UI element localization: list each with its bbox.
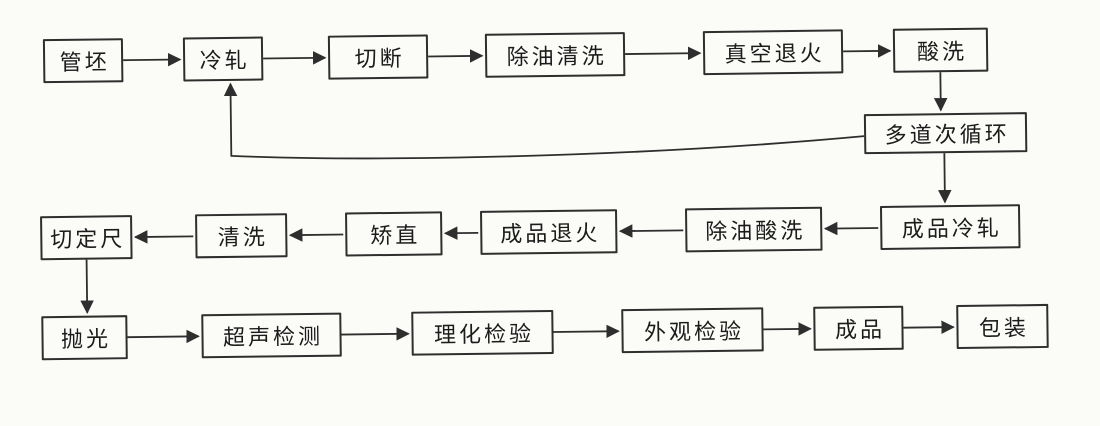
node-cleaning: 清洗 — [195, 213, 288, 258]
node-ultrasonic-testing: 超声检测 — [201, 313, 342, 359]
node-straightening: 矫直 — [345, 211, 443, 256]
node-acid-pickling: 酸洗 — [893, 28, 989, 73]
node-cutting: 切断 — [328, 34, 429, 79]
node-tube-billet: 管坯 — [43, 38, 124, 83]
node-multi-pass-cycle: 多道次循环 — [864, 112, 1027, 154]
node-product-annealing: 成品退火 — [480, 209, 618, 255]
node-packaging: 包装 — [956, 304, 1049, 349]
node-finished-product: 成品 — [813, 306, 904, 351]
node-cold-rolling: 冷轧 — [183, 36, 264, 81]
node-vacuum-annealing: 真空退火 — [703, 29, 844, 75]
node-cut-to-length: 切定尺 — [40, 215, 133, 260]
node-polishing: 抛光 — [41, 315, 128, 360]
node-visual-inspection: 外观检验 — [621, 307, 764, 353]
node-degrease-cleaning: 除油清洗 — [485, 32, 626, 78]
node-product-cold-rolling: 成品冷轧 — [880, 204, 1021, 250]
node-physchem-inspection: 理化检验 — [411, 310, 554, 356]
node-degrease-pickling: 除油酸洗 — [685, 207, 823, 253]
